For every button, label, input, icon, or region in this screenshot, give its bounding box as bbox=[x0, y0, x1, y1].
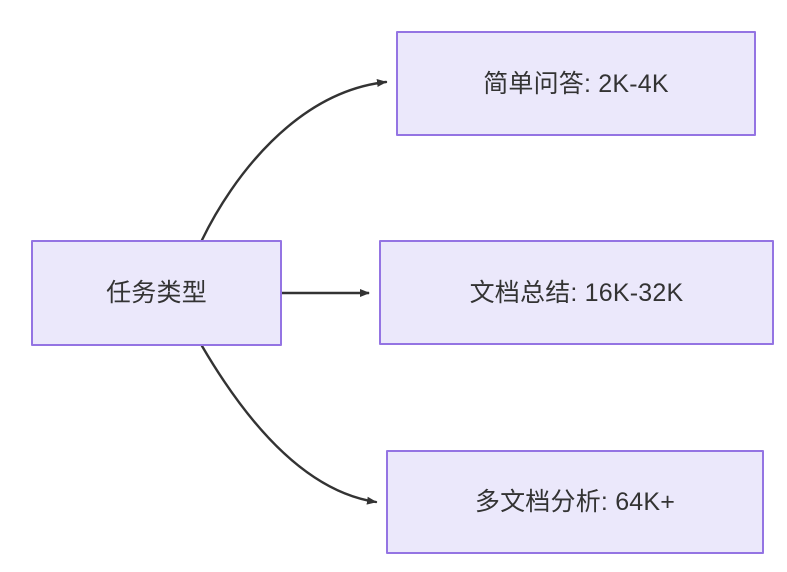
node-doc-summary-label: 文档总结: 16K-32K bbox=[469, 278, 684, 307]
node-multi-doc[interactable]: 多文档分析: 64K+ bbox=[386, 450, 764, 554]
node-simple-qa-label: 简单问答: 2K-4K bbox=[483, 69, 669, 98]
node-simple-qa[interactable]: 简单问答: 2K-4K bbox=[396, 31, 756, 136]
node-task-type-label: 任务类型 bbox=[106, 279, 207, 307]
edge-task-to-multi-doc bbox=[200, 344, 378, 505]
node-task-type[interactable]: 任务类型 bbox=[31, 240, 282, 346]
node-multi-doc-label: 多文档分析: 64K+ bbox=[474, 488, 676, 516]
edge-task-to-simple-qa bbox=[200, 79, 388, 242]
node-doc-summary[interactable]: 文档总结: 16K-32K bbox=[379, 240, 774, 345]
